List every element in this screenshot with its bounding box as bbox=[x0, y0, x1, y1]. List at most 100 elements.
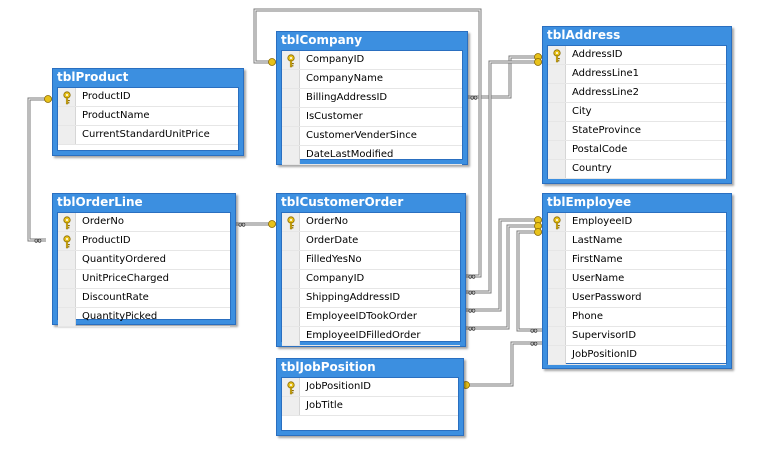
column-row[interactable]: AddressID bbox=[548, 46, 726, 65]
row-selector[interactable] bbox=[548, 270, 566, 288]
column-row[interactable]: OrderNo bbox=[58, 213, 230, 232]
column-row[interactable]: LastName bbox=[548, 232, 726, 251]
rel-company-address[interactable] bbox=[466, 55, 542, 99]
column-row[interactable]: UserPassword bbox=[548, 289, 726, 308]
row-selector[interactable] bbox=[282, 146, 300, 164]
column-name-company-id: CompanyID bbox=[306, 54, 365, 65]
row-selector[interactable] bbox=[58, 126, 76, 144]
column-row[interactable]: OrderDate bbox=[282, 232, 460, 251]
row-selector[interactable] bbox=[282, 89, 300, 107]
column-row[interactable]: AddressLine2 bbox=[548, 84, 726, 103]
row-selector[interactable] bbox=[548, 84, 566, 102]
row-selector[interactable] bbox=[58, 289, 76, 307]
rel-customerorder-company[interactable] bbox=[253, 8, 482, 278]
column-row[interactable]: SupervisorID bbox=[548, 327, 726, 346]
column-row[interactable]: EmployeeIDTookOrder bbox=[282, 308, 460, 327]
row-selector[interactable] bbox=[548, 232, 566, 250]
row-selector[interactable] bbox=[548, 346, 566, 364]
rel-orderline-product[interactable] bbox=[27, 97, 52, 242]
rel-customerorder-address[interactable] bbox=[464, 60, 542, 294]
column-name-address-id: AddressID bbox=[572, 49, 623, 60]
column-row[interactable]: FirstName bbox=[548, 251, 726, 270]
column-row[interactable]: QuantityOrdered bbox=[58, 251, 230, 270]
column-row[interactable]: ProductID bbox=[58, 232, 230, 251]
column-row[interactable]: OrderNo bbox=[282, 213, 460, 232]
relationship-end-markers: ∞∞∞∞∞∞∞∞∞ bbox=[33, 53, 542, 389]
column-row[interactable]: FilledYesNo bbox=[282, 251, 460, 270]
column-row[interactable]: DateLastModified bbox=[282, 146, 462, 165]
rel-employee-jobposition[interactable] bbox=[462, 341, 542, 387]
infinity-icon: ∞ bbox=[529, 337, 538, 350]
column-row[interactable]: ProductName bbox=[58, 107, 238, 126]
column-row[interactable]: PostalCode bbox=[548, 141, 726, 160]
row-selector[interactable] bbox=[282, 70, 300, 88]
column-row[interactable]: EmployeeID bbox=[548, 213, 726, 232]
column-row[interactable]: DiscountRate bbox=[58, 289, 230, 308]
column-row[interactable]: UserName bbox=[548, 270, 726, 289]
row-selector[interactable] bbox=[282, 232, 300, 250]
rel-customerorder-employee-took[interactable] bbox=[464, 218, 542, 312]
row-selector[interactable] bbox=[282, 289, 300, 307]
row-selector[interactable] bbox=[548, 65, 566, 83]
row-selector[interactable] bbox=[548, 251, 566, 269]
row-selector[interactable] bbox=[282, 397, 300, 415]
column-row[interactable]: JobPositionID bbox=[282, 378, 458, 397]
column-row[interactable]: QuantityPicked bbox=[58, 308, 230, 327]
row-selector[interactable] bbox=[58, 107, 76, 125]
column-row[interactable]: ShippingAddressID bbox=[282, 289, 460, 308]
column-row[interactable]: StateProvince bbox=[548, 122, 726, 141]
rel-customerorder-employee-filled[interactable] bbox=[464, 224, 542, 330]
column-row[interactable]: BillingAddressID bbox=[282, 89, 462, 108]
row-selector[interactable] bbox=[58, 270, 76, 288]
row-selector[interactable] bbox=[282, 270, 300, 288]
infinity-icon: ∞ bbox=[529, 324, 538, 337]
column-row[interactable]: UnitPriceCharged bbox=[58, 270, 230, 289]
row-selector[interactable] bbox=[548, 327, 566, 345]
row-selector[interactable] bbox=[548, 160, 566, 178]
table-title: tblCompany bbox=[281, 33, 363, 47]
column-row[interactable]: EmployeeIDFilledOrder bbox=[282, 327, 460, 346]
key-icon bbox=[61, 215, 73, 230]
column-row[interactable]: Country bbox=[548, 160, 726, 179]
row-selector[interactable] bbox=[58, 251, 76, 269]
column-row[interactable]: CustomerVenderSince bbox=[282, 127, 462, 146]
column-row[interactable]: ProductID bbox=[58, 88, 238, 107]
column-row[interactable]: CurrentStandardUnitPrice bbox=[58, 126, 238, 145]
key-end-icon bbox=[44, 95, 52, 103]
row-selector[interactable] bbox=[282, 108, 300, 126]
rel-employee-supervisor[interactable] bbox=[516, 230, 542, 332]
column-name-customer-vender-since: CustomerVenderSince bbox=[306, 130, 417, 141]
infinity-icon: ∞ bbox=[469, 91, 478, 104]
row-selector[interactable] bbox=[282, 251, 300, 269]
column-row[interactable]: Phone bbox=[548, 308, 726, 327]
column-name-employee-idfilled-order: EmployeeIDFilledOrder bbox=[306, 330, 421, 341]
row-selector[interactable] bbox=[548, 289, 566, 307]
key-end-icon bbox=[268, 58, 276, 66]
key-icon bbox=[551, 215, 563, 230]
row-selector[interactable] bbox=[548, 122, 566, 140]
column-name-postal-code: PostalCode bbox=[572, 144, 628, 155]
row-selector[interactable] bbox=[282, 127, 300, 145]
column-row[interactable]: JobTitle bbox=[282, 397, 458, 416]
column-row[interactable]: CompanyID bbox=[282, 51, 462, 70]
column-row[interactable]: City bbox=[548, 103, 726, 122]
row-selector[interactable] bbox=[548, 308, 566, 326]
row-selector[interactable] bbox=[548, 103, 566, 121]
column-row[interactable]: IsCustomer bbox=[282, 108, 462, 127]
row-selector[interactable] bbox=[548, 141, 566, 159]
row-selector[interactable] bbox=[282, 327, 300, 345]
row-selector[interactable] bbox=[58, 308, 76, 326]
column-row[interactable]: AddressLine1 bbox=[548, 65, 726, 84]
column-row[interactable]: CompanyID bbox=[282, 270, 460, 289]
infinity-icon: ∞ bbox=[237, 218, 246, 231]
column-row[interactable]: JobPositionID bbox=[548, 346, 726, 365]
column-row[interactable]: CompanyName bbox=[282, 70, 462, 89]
row-selector[interactable] bbox=[282, 308, 300, 326]
